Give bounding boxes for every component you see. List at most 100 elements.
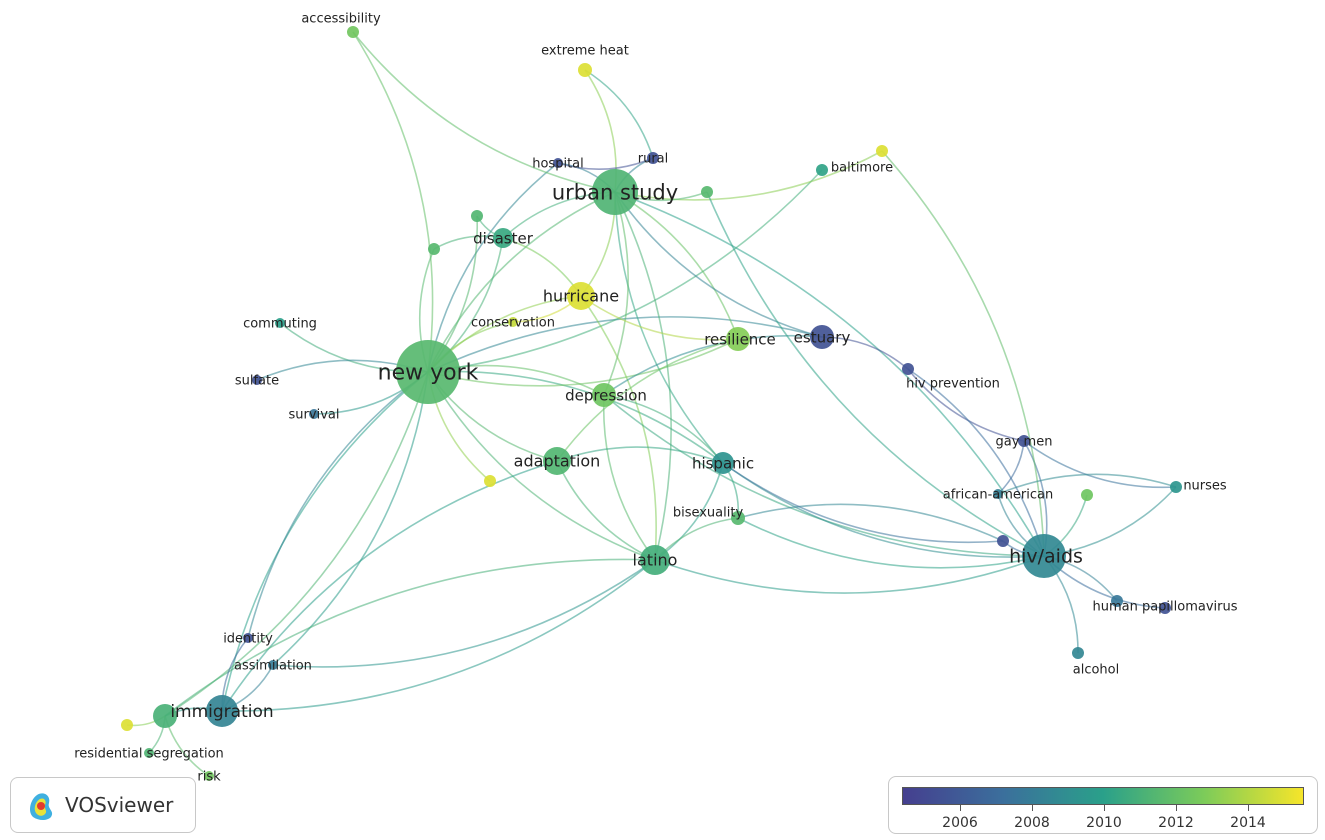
- node-n-yellow-left[interactable]: [121, 719, 133, 731]
- label-african-american: african-american: [943, 488, 1053, 503]
- label-accessibility: accessibility: [301, 12, 381, 27]
- node-identity[interactable]: [243, 633, 253, 643]
- node-commuting[interactable]: [275, 318, 285, 328]
- network-link: [614, 191, 1045, 557]
- node-latino[interactable]: [640, 545, 670, 575]
- network-link: [557, 157, 654, 171]
- network-link: [427, 370, 724, 464]
- node-baltimore-y[interactable]: [876, 145, 888, 157]
- nodes-layer: [121, 26, 1182, 781]
- node-alcohol[interactable]: [1072, 647, 1084, 659]
- network-link: [427, 162, 559, 373]
- node-hispanic[interactable]: [712, 452, 734, 474]
- network-link: [603, 334, 823, 396]
- node-resilience[interactable]: [726, 327, 750, 351]
- network-link: [907, 368, 1045, 557]
- node-hpv-p[interactable]: [1159, 602, 1171, 614]
- network-link: [427, 338, 739, 387]
- network-link: [706, 191, 1045, 557]
- node-new-york[interactable]: [396, 340, 460, 404]
- node-nurses[interactable]: [1170, 481, 1182, 493]
- label-urban-study: urban study: [552, 180, 678, 204]
- node-residential-segregation[interactable]: [144, 748, 154, 758]
- label-new-york: new york: [378, 361, 479, 386]
- network-link: [722, 462, 1004, 544]
- network-link: [247, 371, 429, 639]
- network-link: [603, 191, 629, 396]
- vosviewer-logo: VOSviewer: [10, 777, 196, 833]
- legend-tick: [1032, 805, 1033, 811]
- legend-tick-label: 2012: [1158, 815, 1194, 831]
- network-link: [580, 295, 739, 341]
- node-sulfate[interactable]: [252, 375, 262, 385]
- node-n-yellow-adapt[interactable]: [484, 475, 496, 487]
- label-nurses: nurses: [1183, 479, 1227, 494]
- node-bisexuality[interactable]: [731, 511, 745, 525]
- label-conservation: conservation: [471, 316, 555, 331]
- network-link: [584, 69, 654, 159]
- label-human-papillomavirus: human papillomavirus: [1092, 600, 1237, 615]
- label-baltimore: baltimore: [831, 161, 893, 176]
- legend-tick: [960, 805, 961, 811]
- node-hurricane[interactable]: [567, 282, 595, 310]
- network-link: [603, 394, 1045, 557]
- network-link: [614, 150, 883, 201]
- network-link: [737, 503, 1004, 542]
- node-rural[interactable]: [647, 152, 659, 164]
- logo-text: VOSviewer: [65, 793, 174, 817]
- node-disaster[interactable]: [493, 228, 513, 248]
- node-depression[interactable]: [592, 383, 616, 407]
- legend-tick-label: 2014: [1230, 815, 1266, 831]
- legend-tick-label: 2008: [1014, 815, 1050, 831]
- network-link: [907, 368, 1025, 442]
- vosviewer-logo-icon: [30, 793, 53, 820]
- node-african-american[interactable]: [993, 489, 1003, 499]
- network-link: [603, 394, 724, 464]
- network-link: [614, 191, 739, 340]
- node-n-green-right[interactable]: [1081, 489, 1093, 501]
- network-link: [352, 31, 616, 193]
- legend-tick-label: 2010: [1086, 815, 1122, 831]
- node-n-disaster-b[interactable]: [428, 243, 440, 255]
- label-rural: rural: [638, 152, 669, 167]
- node-conservation[interactable]: [508, 317, 518, 327]
- network-link: [614, 191, 672, 561]
- node-immigration-g[interactable]: [153, 704, 177, 728]
- label-hurricane: hurricane: [543, 287, 619, 306]
- node-accessibility[interactable]: [347, 26, 359, 38]
- node-hiv-prevention[interactable]: [902, 363, 914, 375]
- node-risk[interactable]: [204, 771, 214, 781]
- legend-tick: [1176, 805, 1177, 811]
- node-baltimore[interactable]: [816, 164, 828, 176]
- network-link: [1023, 440, 1177, 489]
- label-immigration-b: immigration: [170, 702, 273, 722]
- network-link: [580, 295, 657, 561]
- node-hiv-p[interactable]: [997, 535, 1009, 547]
- node-n-disaster-a[interactable]: [471, 210, 483, 222]
- network-link: [881, 150, 1045, 557]
- node-gay-men[interactable]: [1018, 435, 1030, 447]
- node-survival[interactable]: [309, 409, 319, 419]
- network-link: [602, 394, 656, 561]
- node-assimilation[interactable]: [268, 660, 278, 670]
- network-link: [614, 191, 823, 338]
- node-urban-study[interactable]: [592, 169, 638, 215]
- color-gradient-bar: [902, 787, 1304, 805]
- network-link: [272, 371, 429, 666]
- node-human-papillomavirus[interactable]: [1111, 595, 1123, 607]
- network-link: [556, 338, 739, 462]
- node-estuary[interactable]: [810, 325, 834, 349]
- network-link: [614, 191, 724, 464]
- node-hospital[interactable]: [553, 158, 563, 168]
- label-gay-men: gay men: [996, 435, 1053, 450]
- network-link: [556, 446, 724, 464]
- network-link: [737, 517, 1045, 569]
- node-immigration-b[interactable]: [206, 695, 238, 727]
- node-n-urban-r[interactable]: [701, 186, 713, 198]
- node-hiv-aids[interactable]: [1022, 534, 1066, 578]
- label-hiv-prevention: hiv prevention: [906, 377, 1000, 392]
- node-adaptation[interactable]: [543, 447, 571, 475]
- node-extreme-heat[interactable]: [578, 63, 592, 77]
